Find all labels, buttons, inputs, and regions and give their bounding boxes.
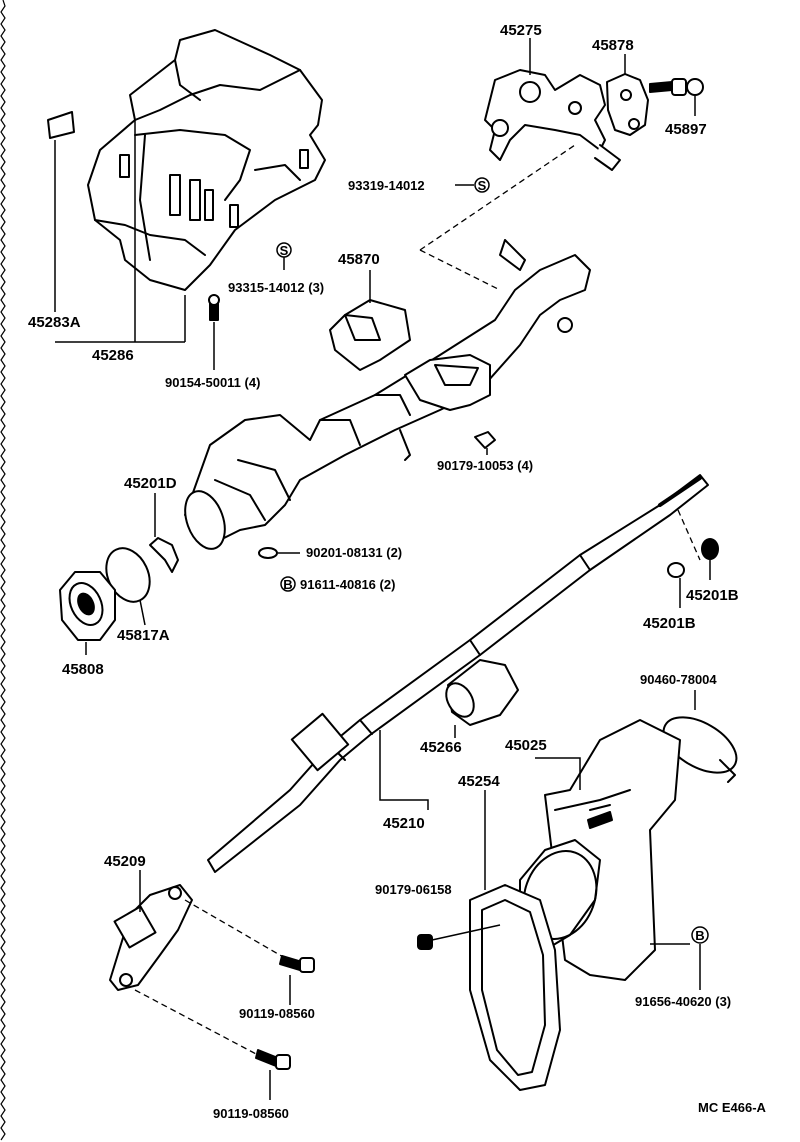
label-90460: 90460-78004 [640, 672, 717, 687]
dashed-guide-joint-b [134, 989, 259, 1056]
bushing-45266-part [445, 659, 519, 726]
nut-90179-10053-part [474, 431, 496, 449]
s-symbol-label-93315: S [280, 243, 289, 258]
leader-45210 [379, 730, 429, 810]
leader-45817A [139, 599, 146, 626]
b-symbol-label-91611: B [283, 577, 292, 592]
hose-clamp-part [662, 716, 738, 783]
label-45283A: 45283A [28, 314, 81, 331]
clip-45201B-b-part [667, 562, 685, 578]
label-90179-10053: 90179-10053 (4) [437, 458, 533, 473]
label-45254: 45254 [458, 773, 500, 790]
label-45286: 45286 [92, 347, 134, 364]
plate-45254-part [469, 884, 561, 1091]
bolt-90119-b-part [255, 1049, 291, 1070]
snap-ring-45201D-part [149, 537, 179, 573]
s-symbol-label-93319: S [478, 178, 487, 193]
label-45025: 45025 [505, 737, 547, 754]
label-45201D: 45201D [124, 475, 177, 492]
b-symbol-91611 [280, 576, 296, 592]
washer-90201-part [258, 547, 278, 559]
left-border-edge [0, 0, 6, 1141]
bracket-45275-part [484, 69, 621, 171]
label-90119-a: 90119-08560 [239, 1006, 315, 1021]
label-90119-b: 90119-08560 [213, 1106, 289, 1121]
label-91611: 91611-40816 (2) [300, 577, 395, 592]
stud-93319-part [587, 811, 613, 829]
dashed-guide-bracket-b [419, 144, 576, 251]
label-45878: 45878 [592, 37, 634, 54]
dashed-guide-shaft [677, 509, 701, 561]
b-symbol-label-91656: B [695, 928, 704, 943]
label-93319: 93319-14012 [348, 178, 425, 193]
label-45870: 45870 [338, 251, 380, 268]
bolt-90119-a-part [279, 955, 315, 973]
dashed-guide-joint-a [184, 899, 286, 959]
s-symbol-93319 [474, 177, 490, 193]
leader-45025 [535, 757, 581, 790]
label-90179-06158: 90179-06158 [375, 882, 452, 897]
label-45201B-b: 45201B [643, 615, 696, 632]
reference-code: MC E466-A [698, 1100, 767, 1115]
label-45209: 45209 [104, 853, 146, 870]
dashed-guide-bracket [419, 249, 501, 291]
screw-90154-part [208, 294, 220, 321]
bearing-45808-part [59, 571, 116, 641]
label-45817A: 45817A [117, 627, 170, 644]
label-93315: 93315-14012 (3) [228, 280, 324, 295]
column-cover-part [87, 29, 326, 291]
label-45266: 45266 [420, 739, 462, 756]
column-tube-part [184, 239, 591, 550]
universal-joint-part [109, 884, 193, 991]
label-90201: 90201-08131 (2) [306, 545, 402, 560]
nut-90179-06158-part [417, 934, 433, 950]
label-90154: 90154-50011 (4) [165, 375, 260, 390]
label-91656: 91656-40620 (3) [635, 994, 731, 1009]
s-symbol-93315 [276, 242, 292, 258]
clip-45201B-a-part [701, 538, 719, 560]
label-plate-part [47, 111, 75, 139]
label-45897: 45897 [665, 121, 707, 138]
label-45808: 45808 [62, 661, 104, 678]
label-45201B-a: 45201B [686, 587, 739, 604]
leader-90179-06158 [431, 924, 501, 941]
clamp-45878-part [606, 73, 649, 136]
label-45275: 45275 [500, 22, 542, 39]
label-45210: 45210 [383, 815, 425, 832]
main-shaft-part [207, 474, 709, 873]
b-symbol-91656 [691, 926, 709, 944]
bolt-45897-part [649, 78, 704, 96]
